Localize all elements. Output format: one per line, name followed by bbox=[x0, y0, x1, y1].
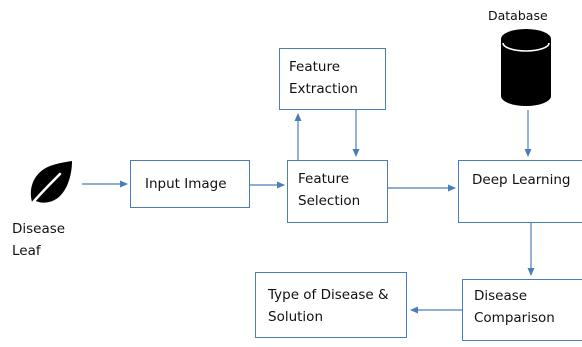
feature-extraction-box bbox=[279, 48, 386, 110]
disease-comparison-box bbox=[462, 279, 582, 341]
database-label: Database bbox=[488, 8, 548, 23]
deep-learning-box bbox=[458, 160, 582, 223]
input-image-label: Input Image bbox=[145, 176, 227, 192]
feature-selection-label: Feature Selection bbox=[298, 171, 361, 209]
feature-extraction-label: Feature Extraction bbox=[289, 59, 358, 97]
type-of-disease-box bbox=[255, 272, 407, 338]
disease-comparison-label: Disease Comparison bbox=[474, 288, 555, 326]
input-image-box bbox=[130, 160, 250, 208]
database-icon bbox=[500, 28, 552, 108]
leaf-icon bbox=[24, 158, 76, 210]
feature-selection-box bbox=[287, 160, 388, 223]
deep-learning-label: Deep Learning bbox=[472, 172, 571, 188]
type-of-disease-label: Type of Disease & Solution bbox=[268, 287, 389, 325]
disease-leaf-label: Disease Leaf bbox=[12, 221, 66, 259]
